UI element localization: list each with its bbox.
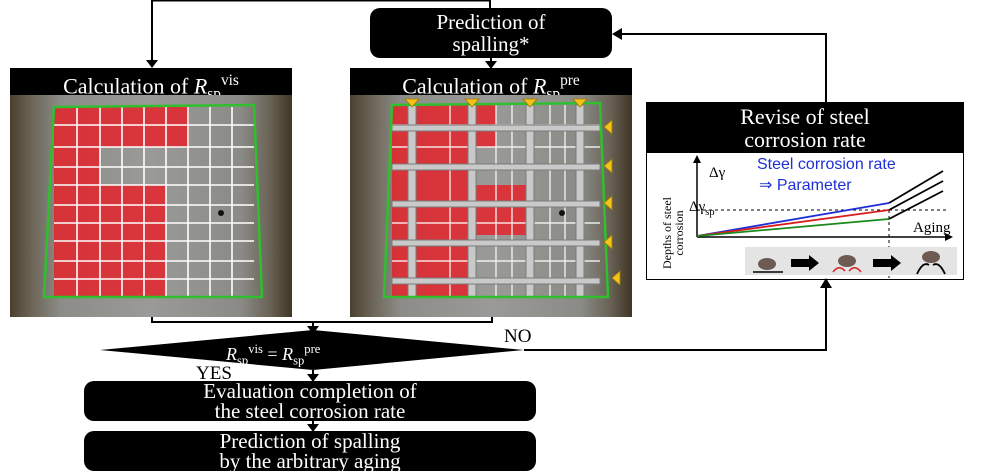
stage-3-icon [922, 251, 940, 263]
evaluation-completion-box: Evaluation completion of the steel corro… [84, 379, 536, 423]
ylabel-line2: corrosion [672, 210, 686, 256]
revise-title: Revise of steel corrosion rate [647, 103, 963, 153]
arrow-left-panel [146, 60, 158, 68]
x-axis-arrow [945, 233, 953, 241]
final-line2: by the arbitrary aging [219, 449, 401, 473]
connector-revise-to-top [618, 33, 827, 102]
visual-spalling-overlay [42, 103, 264, 299]
arrow-to-decision [307, 326, 319, 334]
stage-arrow-1-icon [791, 255, 819, 271]
decision-sup-left: vis [248, 342, 263, 356]
line-green [696, 218, 890, 237]
panel-vis-prefix: Calculation of [63, 73, 194, 99]
delta-gamma-sp-sub: sp [705, 207, 715, 218]
panel-vis-sup: vis [220, 72, 239, 89]
graph-ylabel: Depths of steel corrosion [660, 183, 686, 283]
arrow-to-top-box [612, 28, 622, 40]
panel-pre-prefix: Calculation of [402, 73, 533, 99]
prediction-of-spalling-box: Prediction of spalling* [370, 8, 612, 58]
delta-gamma-sp-label: Δγsp [689, 199, 715, 218]
delta-gamma-label: Δγ [709, 165, 726, 181]
decision-sub-right: sp [293, 353, 305, 368]
decision-sup-right: pre [304, 342, 321, 356]
eval-line1: Evaluation completion of [203, 379, 417, 403]
revise-panel: Revise of steel corrosion rate Δγ Steel … [646, 102, 964, 280]
evaluation-boundary [42, 103, 264, 299]
eval-line2: the steel corrosion rate [214, 399, 406, 423]
panel-pre-symbol: R [532, 73, 547, 99]
spall-region [54, 235, 166, 297]
top-box-line1: Prediction of [436, 10, 546, 34]
panel-vis-symbol: R [193, 73, 208, 99]
decision-text: Rspvis = Rsppre [226, 338, 320, 372]
photo-visual-spalling [10, 95, 292, 317]
decision-symbol-left: R [226, 344, 237, 364]
line-blue [696, 202, 890, 237]
line-continue-3 [888, 190, 944, 220]
steel-rate-label: Steel corrosion rate [757, 156, 896, 173]
revise-line2: corrosion rate [744, 127, 866, 152]
stage-1-icon [758, 258, 776, 270]
bolt-hole [218, 210, 224, 216]
photo-predicted-spalling [350, 95, 632, 317]
stage-2-icon [838, 255, 856, 267]
panel-pre-title: Calculation of Rsppre [350, 68, 632, 103]
panel-vis-title: Calculation of Rspvis [10, 68, 292, 103]
line-red [696, 209, 890, 237]
spall-region [54, 185, 166, 235]
connector-join-panels [151, 317, 493, 323]
yes-label: YES [196, 363, 232, 384]
bolt-hole [559, 210, 565, 216]
line-continue-2 [888, 180, 944, 211]
revise-line1: Revise of steel [740, 104, 870, 129]
graph-xlabel: Aging [913, 220, 951, 236]
rebar-position-markers [404, 98, 621, 286]
stage-arrow-2-icon [873, 255, 901, 271]
decision-eq: = [262, 344, 283, 364]
final-line1: Prediction of spalling [219, 429, 401, 453]
panel-pre-sup: pre [560, 72, 580, 89]
delta-gamma-sp-symbol: Δγ [689, 199, 706, 215]
decision-sub-left: sp [237, 353, 249, 368]
top-box-line2: spalling* [452, 32, 530, 56]
parameter-label: ⇒ Parameter [759, 177, 852, 194]
predicted-spalling-overlay [382, 98, 621, 299]
inspection-grid [54, 107, 254, 297]
line-continue-1 [888, 170, 944, 204]
decision-symbol-right: R [282, 344, 294, 364]
y-axis-arrow [693, 155, 701, 163]
no-label: NO [504, 326, 532, 347]
spall-region [470, 185, 534, 235]
corrosion-graph [693, 155, 957, 278]
prediction-arbitrary-aging-box: Prediction of spalling by the arbitrary … [84, 429, 536, 473]
